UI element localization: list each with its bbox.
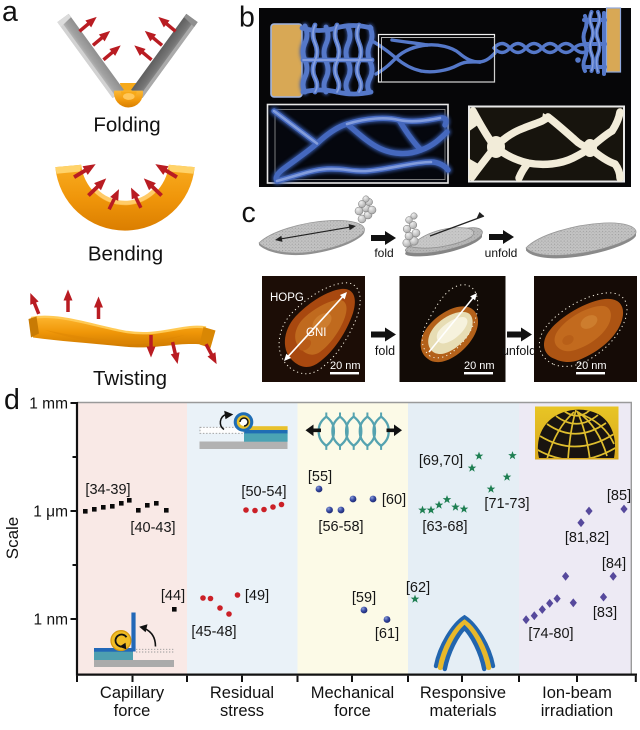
svg-text:[74-80]: [74-80]: [528, 626, 573, 642]
svg-text:GNI: GNI: [306, 327, 326, 339]
svg-text:Scale: Scale: [3, 517, 22, 560]
svg-text:Mechanical: Mechanical: [311, 684, 394, 702]
svg-text:[85]: [85]: [607, 488, 631, 504]
svg-text:[55]: [55]: [308, 469, 332, 485]
svg-text:1 μm: 1 μm: [33, 504, 68, 521]
svg-text:[71-73]: [71-73]: [484, 496, 529, 512]
svg-text:[49]: [49]: [245, 588, 269, 604]
svg-text:Residual: Residual: [210, 684, 274, 702]
svg-text:[40-43]: [40-43]: [130, 520, 175, 536]
svg-text:[44]: [44]: [161, 588, 185, 604]
svg-text:Bending: Bending: [88, 243, 163, 266]
svg-text:d: d: [4, 384, 20, 416]
svg-text:[34-39]: [34-39]: [85, 482, 130, 498]
svg-text:1 nm: 1 nm: [34, 612, 68, 629]
svg-text:stress: stress: [220, 702, 264, 720]
svg-text:Folding: Folding: [93, 114, 160, 137]
svg-text:Responsive: Responsive: [420, 684, 506, 702]
svg-text:Capillary: Capillary: [100, 684, 165, 702]
svg-text:force: force: [114, 702, 151, 720]
svg-text:unfold: unfold: [502, 344, 536, 358]
svg-text:[50-54]: [50-54]: [241, 484, 286, 500]
svg-text:20 nm: 20 nm: [576, 360, 607, 372]
svg-text:20 nm: 20 nm: [330, 360, 361, 372]
svg-text:c: c: [242, 197, 256, 229]
svg-text:[83]: [83]: [593, 605, 617, 621]
svg-text:[59]: [59]: [352, 590, 376, 606]
svg-text:materials: materials: [430, 702, 497, 720]
svg-text:[69,70]: [69,70]: [419, 453, 463, 469]
svg-text:[61]: [61]: [375, 626, 399, 642]
svg-text:[63-68]: [63-68]: [422, 519, 467, 535]
svg-text:unfold: unfold: [485, 246, 518, 260]
svg-text:[62]: [62]: [406, 580, 430, 596]
svg-text:1 mm: 1 mm: [29, 396, 68, 413]
svg-text:[60]: [60]: [382, 492, 406, 508]
svg-text:HOPG: HOPG: [270, 292, 304, 304]
svg-text:20 nm: 20 nm: [464, 360, 495, 372]
svg-text:fold: fold: [375, 344, 395, 358]
svg-text:[45-48]: [45-48]: [191, 624, 236, 640]
svg-text:[81,82]: [81,82]: [565, 530, 609, 546]
svg-text:a: a: [2, 0, 18, 28]
svg-text:fold: fold: [374, 246, 393, 260]
svg-text:irradiation: irradiation: [541, 702, 613, 720]
svg-text:[84]: [84]: [602, 556, 626, 572]
svg-text:[56-58]: [56-58]: [318, 519, 363, 535]
svg-text:force: force: [334, 702, 371, 720]
svg-text:b: b: [239, 2, 255, 34]
svg-text:Twisting: Twisting: [93, 367, 167, 390]
svg-text:Ion-beam: Ion-beam: [542, 684, 612, 702]
